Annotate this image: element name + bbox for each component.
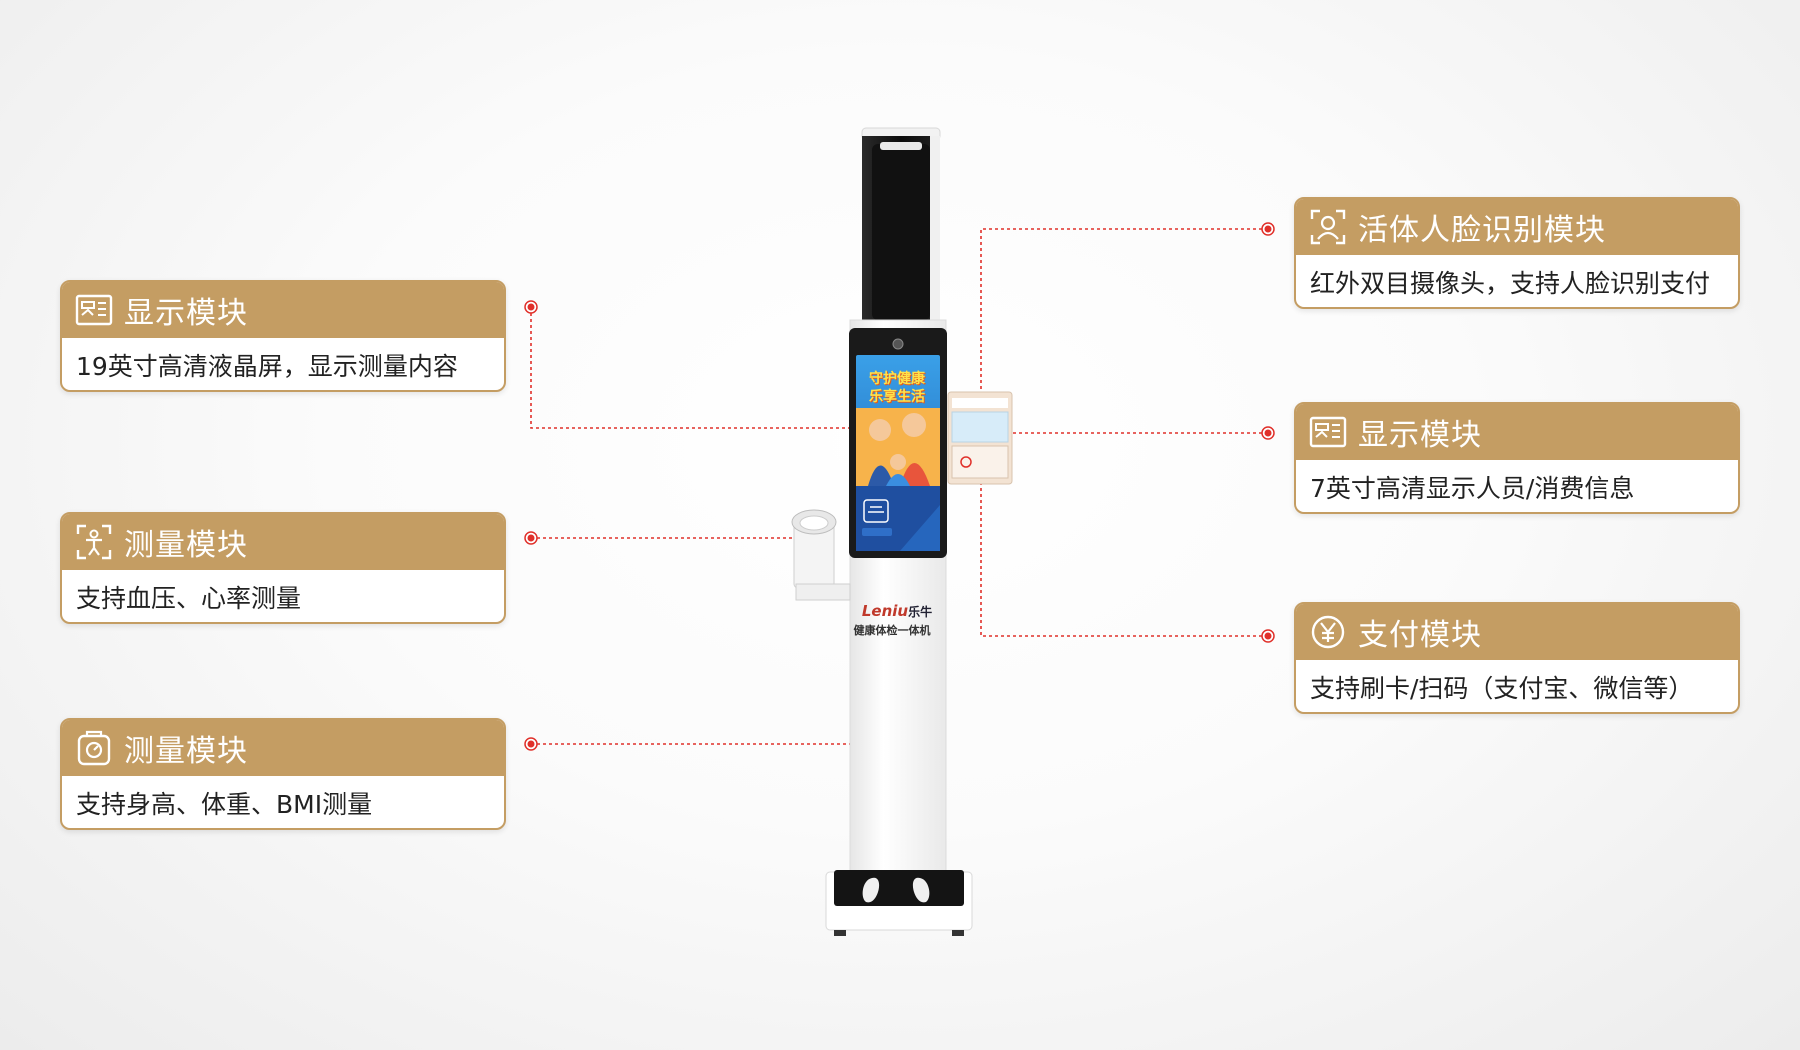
card-title: 支付模块 (1358, 618, 1482, 653)
callout-line-display (530, 307, 860, 429)
device-brand: Leniu乐牛 健康体检一体机 (854, 602, 937, 638)
brand-name-en: Leniu (861, 602, 909, 620)
display-module-icon (72, 288, 116, 332)
card-title: 显示模块 (1358, 418, 1482, 453)
height-measuring-head (861, 127, 941, 326)
brand-name-cn: 乐牛 (908, 605, 933, 619)
brand-logo: Leniu乐牛 (857, 602, 937, 620)
body-measure-icon (72, 520, 116, 564)
right-foot-icon (912, 877, 930, 903)
callout-dots (524, 222, 1275, 751)
card-description: 支持身高、体重、BMI测量 (76, 790, 373, 819)
weighing-platform (825, 870, 973, 936)
feature-card-display-module-19: 显示模块 19英寸高清液晶屏，显示测量内容 (60, 280, 506, 392)
side-7-inch-display (947, 391, 1013, 485)
main-19-inch-screen (849, 328, 947, 558)
screen-slogan-line2: 乐享生活 (869, 389, 925, 405)
display-module-icon (1306, 410, 1350, 454)
callout-line-payment (980, 470, 1268, 637)
card-description: 19英寸高清液晶屏，显示测量内容 (76, 352, 458, 381)
feature-card-payment: 支付模块 支持刷卡/扫码（支付宝、微信等） (1294, 602, 1740, 714)
product-name: 健康体检一体机 (853, 624, 931, 637)
card-title: 测量模块 (124, 734, 248, 769)
card-description: 红外双目摄像头，支持人脸识别支付 (1310, 269, 1711, 298)
card-title: 显示模块 (124, 296, 248, 331)
scale-measure-icon (72, 726, 116, 770)
blood-pressure-cuff (791, 509, 851, 601)
card-description: 支持刷卡/扫码（支付宝、微信等） (1310, 674, 1694, 703)
yuan-payment-icon (1306, 610, 1350, 654)
card-title: 活体人脸识别模块 (1358, 213, 1606, 248)
card-description: 7英寸高清显示人员/消费信息 (1310, 474, 1635, 503)
feature-card-display-module-7: 显示模块 7英寸高清显示人员/消费信息 (1294, 402, 1740, 514)
feature-card-height-weight: 测量模块 支持身高、体重、BMI测量 (60, 718, 506, 830)
screen-slogan-line1: 守护健康 (869, 371, 925, 387)
card-description: 支持血压、心率测量 (76, 584, 302, 613)
left-foot-icon (862, 877, 880, 903)
feature-card-face-recognition: 活体人脸识别模块 红外双目摄像头，支持人脸识别支付 (1294, 197, 1740, 309)
feature-card-blood-pressure: 测量模块 支持血压、心率测量 (60, 512, 506, 624)
face-recognition-icon (1306, 205, 1350, 249)
card-title: 测量模块 (124, 528, 248, 563)
